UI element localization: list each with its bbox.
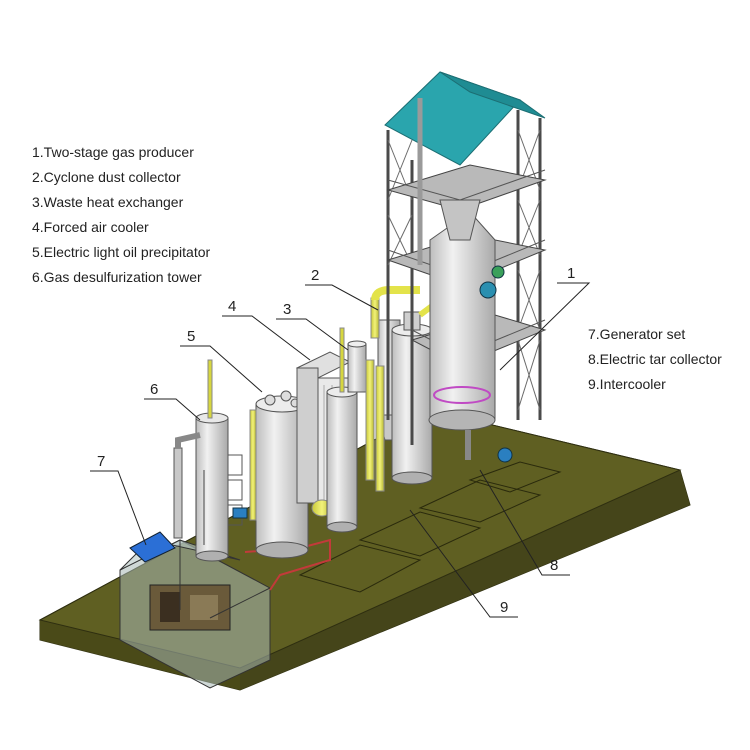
legend-item-2: 2.Cyclone dust collector	[32, 169, 181, 185]
legend-item-9: 9.Intercooler	[588, 376, 666, 392]
callout-1: 1	[567, 265, 575, 282]
desulfurization-tower	[173, 359, 243, 562]
legend-item-5: 5.Electric light oil precipitator	[32, 244, 211, 260]
generator-set	[119, 531, 271, 689]
callout-lines	[90, 282, 591, 618]
legend-item-4: 4.Forced air cooler	[32, 219, 149, 235]
callout-numbers: 1 2 3 4 5 6 7 8 9	[97, 265, 575, 616]
legend-item-7: 7.Generator set	[588, 326, 686, 342]
legend-item-6: 6.Gas desulfurization tower	[32, 269, 202, 285]
gas-producer-structure	[384, 71, 547, 463]
callout-8: 8	[550, 557, 558, 574]
callout-9: 9	[500, 599, 508, 616]
legend-item-8: 8.Electric tar collector	[588, 351, 722, 367]
callout-2: 2	[311, 267, 319, 284]
legend-left: 1.Two-stage gas producer 2.Cyclone dust …	[32, 140, 210, 290]
callout-5: 5	[187, 328, 195, 345]
legend-right: 7.Generator set 8.Electric tar collector…	[588, 322, 722, 397]
callout-4: 4	[228, 298, 236, 315]
callout-6: 6	[150, 381, 158, 398]
legend-item-3: 3.Waste heat exchanger	[32, 194, 184, 210]
legend-item-1: 1.Two-stage gas producer	[32, 144, 194, 160]
waste-heat-exchanger	[326, 327, 367, 533]
callout-3: 3	[283, 301, 291, 318]
pump	[232, 507, 248, 519]
callout-7: 7	[97, 453, 105, 470]
pit-outlines	[298, 461, 562, 593]
